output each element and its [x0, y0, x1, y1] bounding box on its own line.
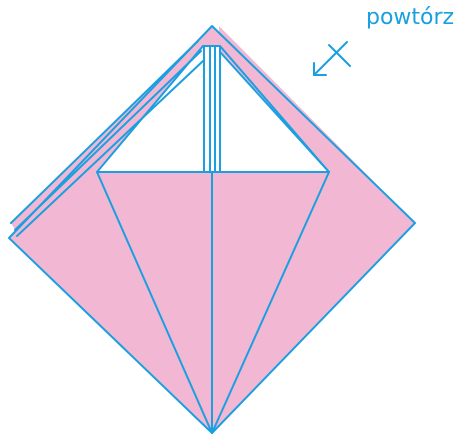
inner-right-crease [211, 171, 330, 434]
right-flap-line [219, 51, 330, 173]
inner-left-crease [96, 171, 213, 434]
repeat-label: powtórz [366, 5, 455, 30]
left-slit [204, 46, 210, 172]
top-white-triangle [97, 46, 329, 172]
upper-right-flap [219, 26, 415, 223]
diagonal-arrow-icon [313, 41, 351, 76]
arrow-shaft [313, 41, 348, 76]
right-slit [215, 46, 220, 172]
outline-left-back-1 [10, 40, 199, 224]
outline-left-back-3 [16, 60, 204, 237]
arrow-tick [328, 44, 351, 67]
outline-left-back-2 [14, 50, 202, 231]
